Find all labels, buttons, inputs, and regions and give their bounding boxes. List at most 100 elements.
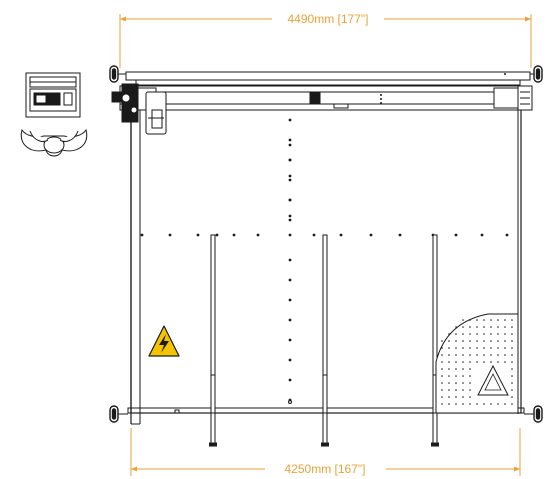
support-rail-leg xyxy=(432,412,438,446)
safety-zone-dot xyxy=(441,375,443,377)
safety-zone-dot xyxy=(483,347,485,349)
vacuum-hole-dot xyxy=(168,233,172,237)
safety-zone-dot xyxy=(476,347,478,349)
safety-zone-dot xyxy=(483,354,485,356)
safety-zone-dot xyxy=(462,396,464,398)
safety-zone-dot xyxy=(476,403,478,405)
safety-zone-dot xyxy=(490,319,492,321)
gantry-dots xyxy=(380,73,506,104)
safety-zone-dot xyxy=(511,354,513,356)
safety-zone-dot xyxy=(455,382,457,384)
safety-zone-dot xyxy=(469,375,471,377)
safety-zone-dot xyxy=(455,375,457,377)
safety-zone-dot xyxy=(504,347,506,349)
safety-zone-dot xyxy=(476,333,478,335)
safety-zone-dot xyxy=(483,403,485,405)
safety-zone-dot xyxy=(462,340,464,342)
safety-zone-dot xyxy=(455,361,457,363)
vacuum-hole-dot xyxy=(288,358,292,362)
vacuum-hole-dot xyxy=(215,233,219,237)
safety-zone-dot xyxy=(490,361,492,363)
safety-zone-dot xyxy=(511,326,513,328)
safety-zone-dot xyxy=(511,396,513,398)
vacuum-hole-dot xyxy=(288,318,292,322)
safety-zone-dot xyxy=(497,347,499,349)
safety-zone-dot xyxy=(441,354,443,356)
safety-zone-dot xyxy=(469,361,471,363)
safety-zone-dot xyxy=(504,326,506,328)
safety-zone-dot xyxy=(441,389,443,391)
caster-wheel-icon xyxy=(109,65,543,423)
safety-zone-dot xyxy=(448,403,450,405)
vacuum-hole-dot xyxy=(480,233,484,237)
safety-zone-dot xyxy=(448,340,450,342)
safety-zone-dot xyxy=(448,361,450,363)
safety-zone-dot xyxy=(490,347,492,349)
safety-zone-dot xyxy=(448,368,450,370)
support-rail-leg xyxy=(210,412,216,446)
bottom-dimension xyxy=(130,428,521,476)
safety-zone-dot xyxy=(462,403,464,405)
safety-zone-dot xyxy=(497,333,499,335)
safety-zone-dot xyxy=(462,354,464,356)
safety-zone-dot xyxy=(469,396,471,398)
vacuum-hole-dot xyxy=(288,138,292,142)
vacuum-hole-dot xyxy=(288,198,292,202)
support-rail xyxy=(210,234,216,414)
safety-zone-dot xyxy=(455,396,457,398)
safety-zone-dot xyxy=(490,333,492,335)
safety-zone-dot xyxy=(462,361,464,363)
safety-zone-dot xyxy=(497,354,499,356)
vacuum-hole-dot xyxy=(398,233,402,237)
safety-zone-dot xyxy=(441,382,443,384)
safety-zone-dot xyxy=(448,347,450,349)
safety-zone-dot xyxy=(469,382,471,384)
safety-zone-dot xyxy=(462,319,464,321)
safety-zone-dot xyxy=(497,403,499,405)
vacuum-hole-dot xyxy=(288,233,292,237)
vacuum-hole-dot xyxy=(288,338,292,342)
safety-zone-dot xyxy=(469,368,471,370)
control-console-icon xyxy=(25,72,81,118)
safety-zone-dot xyxy=(483,319,485,321)
safety-zone-dot xyxy=(511,340,513,342)
safety-zone-dot xyxy=(455,333,457,335)
safety-zone-dot xyxy=(441,347,443,349)
safety-zone-dot xyxy=(490,403,492,405)
safety-zone-dot xyxy=(476,319,478,321)
safety-zone-dot xyxy=(497,319,499,321)
safety-zone-dot xyxy=(462,389,464,391)
support-rail-foot xyxy=(321,442,329,447)
support-rail-leg xyxy=(322,412,328,446)
vacuum-hole-dot xyxy=(288,158,292,162)
safety-zone-dot xyxy=(469,340,471,342)
operator-topview-icon xyxy=(20,128,88,157)
safety-zone-dot xyxy=(448,375,450,377)
safety-zone-dot xyxy=(504,340,506,342)
safety-zone-dot xyxy=(469,333,471,335)
safety-zone-dot xyxy=(455,347,457,349)
safety-zone-dot xyxy=(483,361,485,363)
safety-zone-dot xyxy=(448,382,450,384)
vacuum-hole-dot xyxy=(288,214,292,218)
safety-zone-dot xyxy=(511,347,513,349)
top-dimension xyxy=(119,14,532,68)
safety-zone-dot xyxy=(462,375,464,377)
safety-zone-dot xyxy=(504,403,506,405)
vacuum-holes xyxy=(140,118,509,402)
tool-head xyxy=(111,83,167,135)
safety-zone-dot xyxy=(455,368,457,370)
safety-zone-dot xyxy=(497,361,499,363)
vacuum-hole-dot xyxy=(369,233,373,237)
safety-zone-dot xyxy=(511,375,513,377)
safety-zone-dot xyxy=(504,361,506,363)
safety-zone-dot xyxy=(448,354,450,356)
vacuum-hole-dot xyxy=(339,233,343,237)
safety-zone-dot xyxy=(469,354,471,356)
safety-zone-dot xyxy=(448,389,450,391)
support-rail xyxy=(322,234,328,414)
vacuum-hole-dot xyxy=(505,233,509,237)
vacuum-hole-dot xyxy=(140,233,144,237)
safety-zone-dot xyxy=(483,333,485,335)
bottom-dimension-label: 4250mm [167"] xyxy=(285,462,366,476)
